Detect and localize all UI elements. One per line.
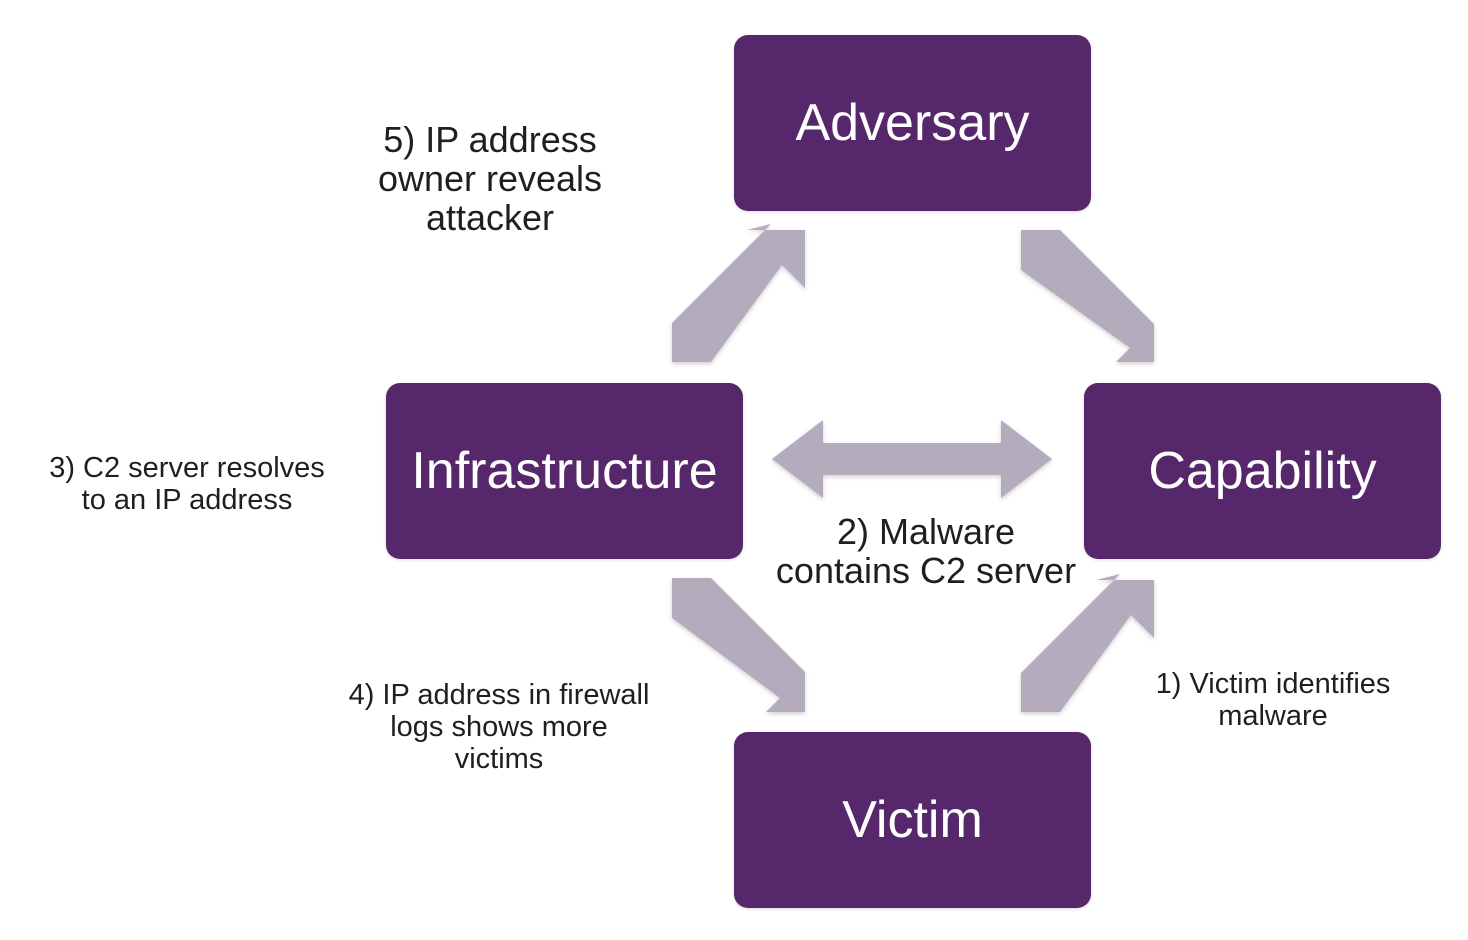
step-4-note: 4) IP address in firewall logs shows mor… — [348, 679, 650, 775]
capability-label: Capability — [1148, 442, 1377, 500]
arrow-capability-victim — [1021, 574, 1154, 712]
adversary-label: Adversary — [795, 94, 1030, 152]
arrow-adversary-capability — [1021, 230, 1154, 362]
step-3-note: 3) C2 server resolves to an IP address — [49, 452, 325, 516]
arrow-infrastructure-victim — [672, 578, 805, 712]
step-5-note: 5) IP address owner reveals attacker — [377, 119, 603, 238]
step-2-note: 2) Malware contains C2 server — [775, 511, 1077, 591]
step-1-note: 1) Victim identifies malware — [1155, 668, 1391, 732]
victim-label: Victim — [842, 791, 983, 849]
arrow-infrastructure-capability — [772, 420, 1052, 498]
arrow-adversary-infrastructure — [672, 224, 805, 362]
adversary-node: Adversary — [734, 35, 1091, 211]
capability-node: Capability — [1084, 383, 1441, 559]
victim-node: Victim — [734, 732, 1091, 908]
infrastructure-node: Infrastructure — [386, 383, 743, 559]
infrastructure-label: Infrastructure — [411, 442, 718, 500]
